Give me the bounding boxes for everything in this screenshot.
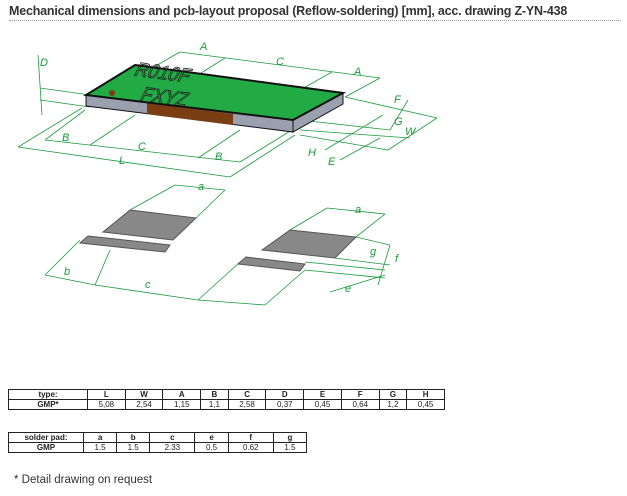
- svg-text:C: C: [276, 56, 284, 68]
- svg-text:B: B: [62, 132, 69, 144]
- svg-text:b: b: [64, 266, 70, 278]
- svg-text:C: C: [138, 141, 146, 153]
- solder-pads: [78, 209, 358, 272]
- pad-labels: a b c a g f e: [64, 181, 399, 295]
- footnote: * Detail drawing on request: [14, 474, 153, 486]
- svg-text:E: E: [328, 156, 336, 168]
- svg-text:g: g: [370, 246, 377, 258]
- svg-text:f: f: [395, 253, 399, 265]
- mechanical-drawing: R010F FXYZ A C A D B C B L F G W H E: [17, 41, 438, 306]
- pad-dimension-lines: [44, 184, 391, 306]
- svg-text:c: c: [145, 279, 151, 291]
- svg-text:A: A: [199, 41, 207, 53]
- title-divider: [9, 20, 621, 21]
- svg-text:F: F: [394, 94, 402, 106]
- svg-text:a: a: [355, 204, 361, 216]
- page-title: Mechanical dimensions and pcb-layout pro…: [9, 4, 568, 18]
- svg-text:A: A: [353, 66, 361, 78]
- svg-text:L: L: [119, 155, 125, 167]
- svg-text:B: B: [215, 151, 222, 163]
- svg-text:G: G: [394, 116, 403, 128]
- svg-text:D: D: [40, 57, 48, 69]
- svg-text:H: H: [308, 147, 316, 159]
- svg-text:W: W: [405, 126, 417, 138]
- svg-text:a: a: [198, 181, 204, 193]
- component-body: R010F FXYZ: [83, 59, 347, 133]
- resistive-element: [147, 103, 233, 125]
- dimension-lines: [17, 51, 438, 178]
- svg-text:e: e: [345, 283, 351, 295]
- dimension-labels: A C A D B C B L F G W H E: [40, 41, 417, 168]
